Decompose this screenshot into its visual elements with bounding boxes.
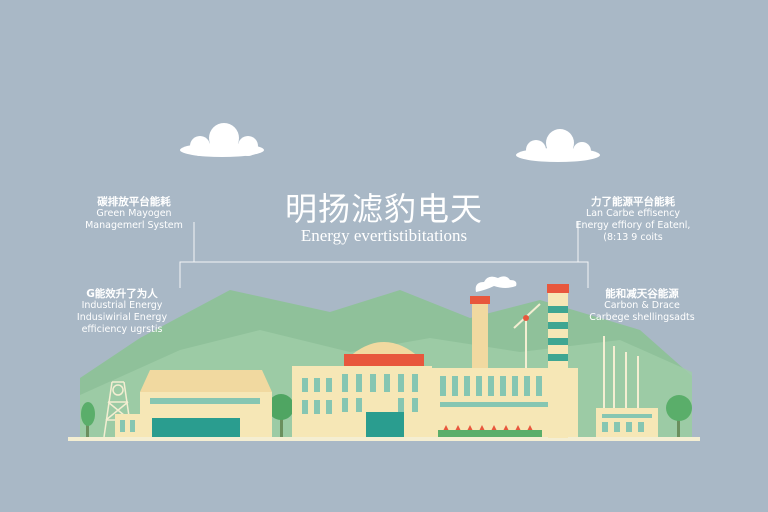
annotation-line: efficiency ugrstis [81, 324, 163, 335]
page-title: 明扬滤豹电天 [284, 190, 483, 228]
annotation-heading: 力了能源平台能耗 [591, 196, 675, 208]
left-warehouse [115, 370, 272, 437]
annotation-line: Industrial Energy [81, 300, 163, 311]
page-subtitle: Energy evertistibitations [300, 226, 468, 245]
annotation-line: Carbon & Drace [604, 300, 680, 311]
annotation-line: Managemerl System [85, 220, 183, 231]
crane [513, 303, 541, 368]
striped-stack [547, 284, 569, 438]
annotation-top-left: 碳排放平台能耗 Green Mayogen Managemerl System [78, 196, 190, 232]
annotation-line: Energy effiory of Eatenl, [575, 220, 691, 231]
chimney [470, 276, 517, 368]
annotation-mid-right: 能和减天谷能源 Carbon & Drace Carbege shellings… [588, 288, 696, 324]
annotation-line: Indusiwirial Energy [76, 312, 168, 323]
annotation-heading: G能效升了为人 [86, 288, 158, 300]
ground [68, 437, 700, 441]
tree-icon [81, 402, 95, 437]
annotation-line: Lan Carbe effisency [585, 208, 681, 219]
main-building [292, 342, 432, 437]
cloud-right-icon [516, 129, 600, 162]
annotation-heading: 能和减天谷能源 [605, 288, 679, 300]
tree-icon [666, 395, 692, 437]
right-facility [596, 336, 658, 437]
annotation-top-right: 力了能源平台能耗 Lan Carbe effisency Energy effi… [572, 196, 694, 244]
annotation-mid-left: G能效升了为人 Industrial Energy Indusiwirial E… [72, 288, 172, 336]
annotation-line: Carbege shellingsadts [589, 312, 695, 323]
annotation-heading: 碳排放平台能耗 [97, 196, 171, 208]
annotation-line: (8:13 9 coits [603, 232, 663, 243]
cloud-left-icon [180, 123, 264, 157]
annotation-line: Green Mayogen [96, 208, 172, 219]
